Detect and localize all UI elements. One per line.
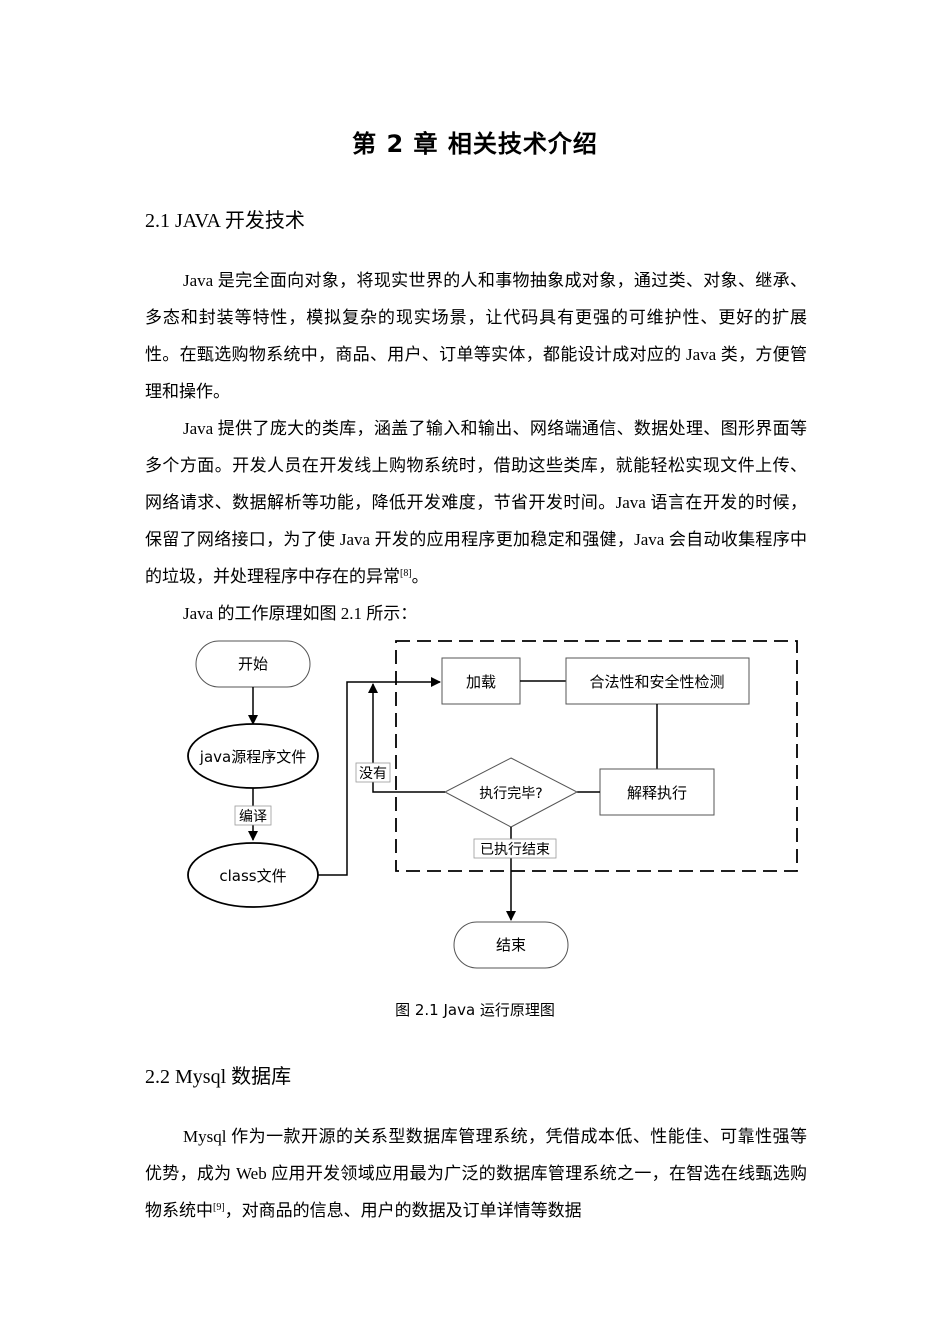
mysql-paragraph-1-end: ，对商品的信息、用户的数据及订单详情等数据 bbox=[224, 1201, 582, 1220]
compile-label-box bbox=[234, 805, 272, 826]
no-label: 没有 bbox=[359, 766, 387, 782]
verify-node bbox=[565, 657, 750, 705]
end-label: 结束 bbox=[496, 936, 526, 954]
no-label-box bbox=[355, 762, 391, 783]
arrow-class-load bbox=[318, 677, 441, 876]
start-label: 开始 bbox=[238, 655, 268, 673]
figure-caption: 图 2.1 Java 运行原理图 bbox=[395, 1001, 555, 1019]
source-label: java源程序文件 bbox=[199, 748, 306, 766]
finished-label-box bbox=[473, 838, 557, 859]
load-label: 加载 bbox=[466, 673, 496, 691]
mysql-paragraph-1: Mysql 作为一款开源的关系型数据库管理系统，凭借成本低、性能佳、可靠性强等优… bbox=[145, 1118, 807, 1229]
arrow-decision-loop bbox=[368, 683, 445, 793]
java-paragraph-2: Java 提供了庞大的类库，涵盖了输入和输出、网络端通信、数据处理、图形界面等多… bbox=[145, 410, 807, 595]
mysql-paragraph-1-text: Mysql 作为一款开源的关系型数据库管理系统，凭借成本低、性能佳、可靠性强等优… bbox=[145, 1127, 807, 1220]
decision-label: 执行完毕? bbox=[479, 786, 542, 802]
chapter-title: 第 2 章 相关技术介绍 bbox=[352, 130, 598, 158]
java-paragraph-3: Java 的工作原理如图 2.1 所示： bbox=[183, 604, 418, 623]
java-paragraph-2-end: 。 bbox=[411, 567, 429, 586]
finished-label: 已执行结束 bbox=[480, 842, 550, 858]
section-heading-java: 2.1 JAVA 开发技术 bbox=[145, 210, 305, 232]
java-flowchart: 开始 java源程序文件 编译 class文件 加载 合法性和安全性检测 解释执… bbox=[187, 640, 798, 969]
citation: [9] bbox=[213, 1202, 225, 1213]
verify-label: 合法性和安全性检测 bbox=[589, 673, 724, 691]
section-heading-mysql: 2.2 Mysql 数据库 bbox=[145, 1066, 292, 1088]
java-paragraph-1: Java 是完全面向对象，将现实世界的人和事物抽象成对象，通过类、对象、继承、多… bbox=[145, 271, 807, 401]
interpret-label: 解释执行 bbox=[627, 784, 687, 802]
java-paragraphs: Java 是完全面向对象，将现实世界的人和事物抽象成对象，通过类、对象、继承、多… bbox=[145, 262, 807, 632]
compile-label: 编译 bbox=[239, 809, 267, 825]
mysql-paragraphs: Mysql 作为一款开源的关系型数据库管理系统，凭借成本低、性能佳、可靠性强等优… bbox=[145, 1118, 807, 1229]
class-label: class文件 bbox=[219, 867, 286, 885]
jvm-dashed-box bbox=[395, 640, 798, 872]
load-node bbox=[441, 657, 521, 705]
interpret-node bbox=[599, 768, 715, 816]
citation: [8] bbox=[400, 568, 412, 579]
java-paragraph-2-text: Java 提供了庞大的类库，涵盖了输入和输出、网络端通信、数据处理、图形界面等多… bbox=[145, 419, 807, 586]
end-node bbox=[453, 921, 569, 969]
